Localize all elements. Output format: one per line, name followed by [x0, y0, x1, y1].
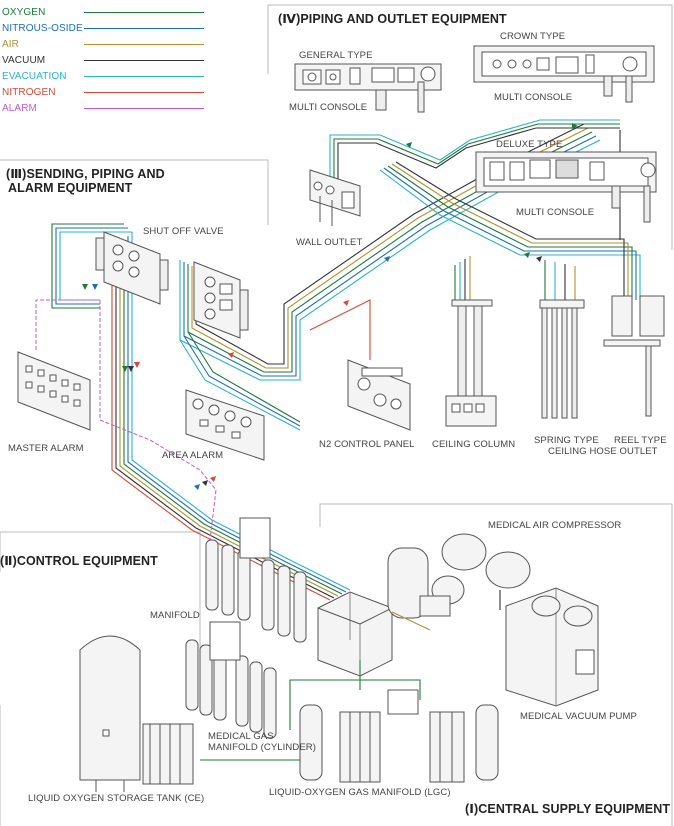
section-title-sending-line2: ALARM EQUIPMENT [8, 181, 133, 195]
label-medical-vacuum-pump: MEDICAL VACUUM PUMP [520, 711, 637, 722]
crown-multi-console [473, 45, 655, 103]
spring-type-outlets [539, 299, 585, 419]
label-spring-type: SPRING TYPE [534, 435, 599, 446]
control-cabinet [317, 591, 393, 677]
legend-label: AIR [2, 38, 19, 50]
label-general-type: GENERAL TYPE [299, 50, 373, 61]
legend-item-evacuation: EVACUATION [2, 69, 67, 83]
label-multi-console-general: MULTI CONSOLE [289, 102, 368, 113]
label-n2-control-panel: N2 CONTROL PANEL [319, 439, 415, 450]
label-medical-air-compressor: MEDICAL AIR COMPRESSOR [488, 520, 622, 531]
legend-label: OXYGEN [2, 6, 46, 18]
legend-line [84, 108, 204, 109]
piping-outlet-frame [267, 4, 673, 250]
air-compressor-unit [387, 533, 531, 619]
legend-item-nitrous: NITROUS-OSIDE [2, 21, 83, 35]
section-title-central: (Ⅰ)CENTRAL SUPPLY EQUIPMENT [465, 802, 671, 816]
central-frame [319, 503, 673, 826]
label-medical-gas-line2: MANIFOLD (CYLINDER) [208, 742, 316, 753]
label-area-alarm: AREA ALARM [162, 450, 224, 461]
label-lgc: LIQUID-OXYGEN GAS MANIFOLD (LGC) [269, 787, 451, 798]
label-crown-type: CROWN TYPE [500, 31, 566, 42]
label-manifold: MANIFOLD [150, 610, 200, 621]
legend-label: VACUUM [2, 54, 46, 66]
legend-line [84, 12, 204, 13]
legend-line [84, 28, 204, 29]
legend-item-alarm: ALARM [2, 101, 37, 115]
n2-control-panel-box [347, 359, 411, 431]
area-alarm-panel [185, 389, 265, 461]
master-alarm-panel [17, 351, 91, 431]
label-multi-console-crown: MULTI CONSOLE [494, 92, 573, 103]
alarm-lines [35, 299, 217, 541]
general-multi-console [294, 63, 442, 113]
sending-alarm-frame [0, 159, 269, 225]
legend-line [84, 44, 204, 45]
legend-line [84, 76, 204, 77]
legend-label: NITROUS-OSIDE [2, 22, 83, 34]
shut-off-valve-left [95, 231, 169, 305]
label-ceiling-hose-outlet: CEILING HOSE OUTLET [548, 446, 658, 457]
legend-item-vacuum: VACUUM [2, 53, 45, 67]
label-multi-console-deluxe: MULTI CONSOLE [516, 207, 595, 218]
legend-label: ALARM [2, 102, 37, 114]
legend-line [84, 92, 204, 93]
legend-item-air: AIR [2, 37, 19, 51]
label-wall-outlet: WALL OUTLET [296, 237, 363, 248]
section-title-control: (Ⅱ)CONTROL EQUIPMENT [0, 554, 158, 568]
manifold-cylinders-bottom [185, 621, 277, 739]
label-reel-type: REEL TYPE [614, 435, 667, 446]
section-title-piping-outlet: (Ⅳ)PIPING AND OUTLET EQUIPMENT [278, 12, 507, 26]
wall-outlet-box [309, 169, 361, 226]
label-master-alarm: MASTER ALARM [8, 443, 84, 454]
label-medical-gas-line1: MEDICAL GAS [208, 731, 274, 742]
control-frame [0, 531, 201, 705]
label-shut-off-valve: SHUT OFF VALVE [143, 226, 224, 237]
legend-item-oxygen: OXYGEN [2, 5, 45, 19]
shut-off-valve-right [193, 261, 249, 339]
supply-pipes [200, 590, 501, 761]
legend-item-nitrogen: NITROGEN [2, 85, 56, 99]
label-ceiling-column: CEILING COLUMN [432, 439, 516, 450]
deluxe-multi-console [475, 151, 657, 223]
legend-line [84, 60, 204, 61]
lgc-manifold [299, 689, 499, 783]
vacuum-pump-unit [505, 587, 599, 707]
section-title-sending-line1: (Ⅲ)SENDING, PIPING AND [6, 167, 165, 181]
legend-label: EVACUATION [2, 70, 67, 82]
ceiling-column-unit [445, 299, 497, 427]
reel-type-outlet [603, 295, 665, 417]
legend-label: NITROGEN [2, 86, 56, 98]
flow-arrows [82, 123, 578, 490]
manifold-cylinders-top [205, 517, 307, 643]
lox-storage-tank [79, 635, 194, 792]
label-lox-tank: LIQUID OXYGEN STORAGE TANK (CE) [28, 793, 205, 804]
label-deluxe-type: DELUXE TYPE [496, 139, 563, 150]
